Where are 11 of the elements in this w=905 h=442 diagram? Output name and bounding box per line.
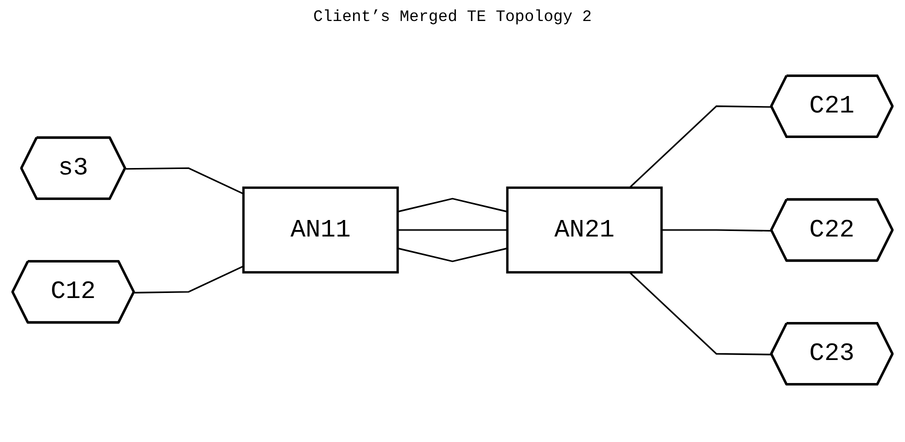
connector bbox=[629, 272, 772, 356]
connector bbox=[629, 105, 772, 188]
connector bbox=[397, 248, 508, 262]
node-box: AN11 bbox=[242, 186, 399, 274]
connector bbox=[662, 229, 772, 232]
diagram-title: Client’s Merged TE Topology 2 bbox=[312, 8, 593, 26]
connector bbox=[134, 265, 244, 294]
connector bbox=[398, 229, 508, 231]
node-box: AN21 bbox=[506, 186, 663, 274]
connector bbox=[397, 198, 508, 212]
connector bbox=[126, 167, 244, 195]
